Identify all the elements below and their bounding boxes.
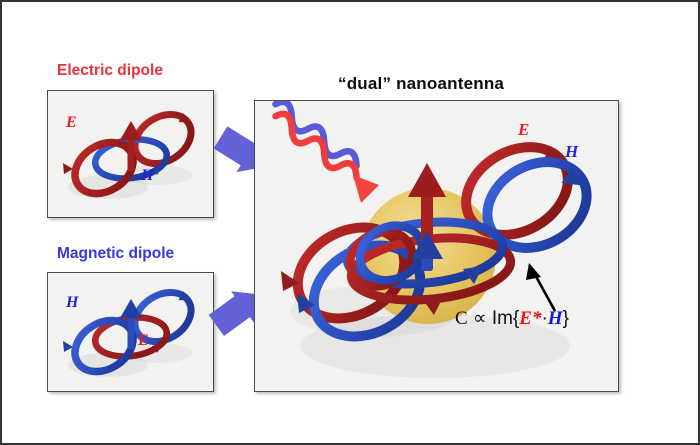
label-E-magnetic-panel: E: [138, 332, 149, 349]
label-E-electric-panel: E: [66, 114, 77, 131]
dual-nanoantenna-diagram: [272, 101, 592, 378]
panel-dual-nanoantenna: [254, 100, 619, 392]
formula-dot: ·: [541, 308, 548, 329]
formula-C: C: [455, 308, 468, 329]
panel-title-magnetic-dipole: Magnetic dipole: [57, 245, 175, 262]
e-field-loop-back: [131, 110, 195, 168]
panel-title-electric-dipole: Electric dipole: [57, 62, 163, 79]
electric-dipole-moment-arrow: [120, 121, 142, 171]
optical-chirality-formula: C ∝ Im{E*·H}: [455, 307, 569, 330]
label-H-magnetic-panel: H: [66, 294, 79, 311]
combined-dipole-arrow-blue: [411, 231, 443, 271]
magnetic-dipole-diagram: [63, 288, 195, 377]
magnetic-dipole-moment-arrow: [120, 299, 142, 349]
panel-electric-dipole: [47, 90, 214, 218]
formula-H: H: [547, 308, 563, 329]
h-field-loop-back: [131, 288, 195, 346]
inner-loop-blue: [355, 221, 427, 285]
panel-magnetic-dipole: [47, 272, 214, 392]
formula-proportional: ∝: [472, 308, 487, 329]
annotation-pointer-arrow: [526, 263, 557, 312]
main-panel-title: “dual” nanoantenna: [338, 74, 505, 93]
arrow-electric-to-dual: [213, 126, 266, 173]
formula-E-conjugate: E*: [519, 308, 542, 329]
label-E-main-panel: E: [518, 120, 530, 139]
label-H-electric-panel: H: [141, 167, 154, 184]
circularly-polarized-light-wave: [272, 101, 379, 203]
formula-im-open: Im{: [491, 308, 520, 329]
arrow-magnetic-to-dual: [208, 291, 261, 336]
formula-close-brace: }: [562, 308, 569, 329]
electric-dipole-diagram: [63, 110, 195, 199]
label-H-main-panel: H: [565, 142, 579, 161]
